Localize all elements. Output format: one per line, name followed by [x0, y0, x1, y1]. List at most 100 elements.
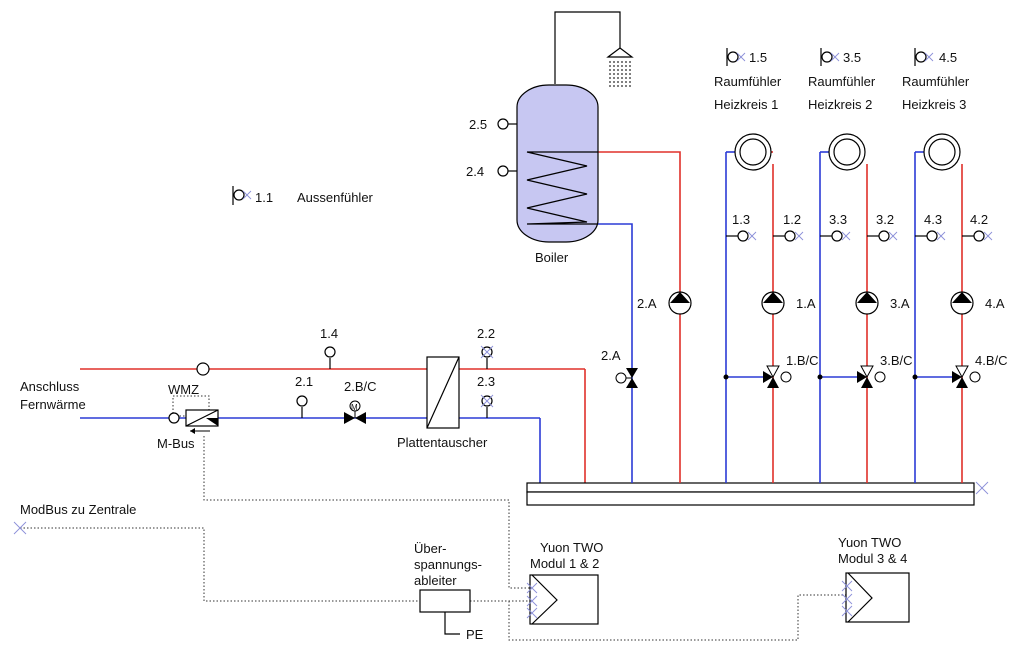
pe-wire [444, 612, 460, 635]
wmz-label: WMZ [168, 382, 199, 397]
sensor-2-4-label: 2.4 [466, 164, 484, 179]
sensor-4-5-label: 4.5 [939, 50, 957, 65]
mbus-label: M-Bus [157, 436, 195, 451]
radiator-hk3-icon [923, 133, 961, 171]
heizkreis-2-label: Heizkreis 2 [808, 97, 872, 112]
yuon-module-2-icon [841, 572, 910, 623]
sensor-2-5-icon [497, 118, 509, 130]
sensor-4-2-label: 4.2 [970, 212, 988, 227]
sensor-1-5-label: 1.5 [749, 50, 767, 65]
sensor-4-3-icon [915, 230, 946, 242]
sensor-3-2-icon [867, 230, 898, 242]
shower-head-icon [606, 47, 634, 58]
anschluss-label: Anschluss [20, 379, 80, 394]
room-sensor-3-5-icon [820, 48, 840, 66]
valve-1bc-icon [763, 365, 792, 388]
radiator-hk2-icon [828, 133, 866, 171]
yuon-2-sub: Modul 3 & 4 [838, 551, 907, 566]
sensor-1-3-label: 1.3 [732, 212, 750, 227]
sensor-2-5-label: 2.5 [469, 117, 487, 132]
modbus-wire [20, 527, 420, 602]
raumfuehler-3-label: Raumfühler [902, 74, 970, 89]
pump-4a-label: 4.A [985, 296, 1005, 311]
pump-2a-icon [668, 291, 692, 315]
pump-1a-icon [761, 291, 785, 315]
header-end-marker-icon [975, 481, 989, 495]
pump-3a-icon [855, 291, 879, 315]
fernwaerme-label: Fernwärme [20, 397, 86, 412]
valve-2a-icon [615, 368, 638, 388]
distribution-header [526, 482, 975, 493]
sensor-3-2-label: 3.2 [876, 212, 894, 227]
yuon-2-title: Yuon TWO [838, 535, 901, 550]
sensor-2-1-icon [296, 395, 308, 418]
mbus-wire [203, 436, 530, 589]
boiler-label: Boiler [535, 250, 569, 265]
pump-1a-label: 1.A [796, 296, 816, 311]
aussenfuehler-label: Aussenfühler [297, 190, 374, 205]
shower-pipe [554, 11, 621, 84]
boiler-supply-pipe [598, 151, 681, 483]
motor-m-label: M [351, 403, 358, 412]
heat-meter-icon [168, 409, 219, 434]
valve-3bc-label: 3.B/C [880, 353, 913, 368]
sensor-2-1-label: 2.1 [295, 374, 313, 389]
raumfuehler-2-label: Raumfühler [808, 74, 876, 89]
valve-2bc-icon [344, 400, 366, 424]
sensor-1-3-icon [726, 230, 757, 242]
plate-exchanger-icon [426, 356, 460, 429]
sensor-2-2-label: 2.2 [477, 326, 495, 341]
sensor-4-3-label: 4.3 [924, 212, 942, 227]
valve-1bc-label: 1.B/C [786, 353, 819, 368]
boiler-return-pipe [598, 223, 633, 483]
sensor-2-3-label: 2.3 [477, 374, 495, 389]
pump-2a-label: 2.A [637, 296, 657, 311]
junction-dot [912, 374, 918, 380]
heizkreis-3-label: Heizkreis 3 [902, 97, 966, 112]
distribution-header-lower [526, 491, 975, 506]
pe-label: PE [466, 627, 484, 642]
sensor-1-1-label: 1.1 [255, 190, 273, 205]
junction-dot [723, 374, 729, 380]
junction-dot [817, 374, 823, 380]
heizkreis-1-label: Heizkreis 1 [714, 97, 778, 112]
valve-2bc-label: 2.B/C [344, 379, 377, 394]
plattentauscher-label: Plattentauscher [397, 435, 488, 450]
sensor-4-2-icon [962, 230, 993, 242]
room-sensor-1-5-icon [726, 48, 746, 66]
sensor-1-2-icon [773, 230, 804, 242]
boiler-coil [526, 151, 598, 225]
sensor-2-4-icon [497, 165, 509, 177]
radiator-hk1-icon [734, 133, 772, 171]
modbus-terminal-icon [13, 521, 27, 535]
sensor-1-4-label: 1.4 [320, 326, 338, 341]
shower-water-icon [609, 61, 631, 88]
ueber-label: Über- [414, 541, 447, 556]
valve-4bc-label: 4.B/C [975, 353, 1008, 368]
valve-3bc-icon [857, 365, 886, 388]
pump-3a-label: 3.A [890, 296, 910, 311]
sensor-1-2-label: 1.2 [783, 212, 801, 227]
outside-sensor-icon [232, 186, 252, 205]
raumfuehler-1-label: Raumfühler [714, 74, 782, 89]
spannungs-label: spannungs- [414, 557, 482, 572]
yuon-module-1-icon [526, 574, 599, 625]
yuon-1-title: Yuon TWO [540, 540, 603, 555]
flow-meter-icon [196, 362, 210, 376]
yuon-1-sub: Modul 1 & 2 [530, 556, 599, 571]
sensor-3-5-label: 3.5 [843, 50, 861, 65]
sensor-3-3-icon [820, 230, 851, 242]
valve-4bc-icon [952, 365, 981, 388]
sensor-1-4-icon [324, 346, 336, 369]
sensor-3-3-label: 3.3 [829, 212, 847, 227]
surge-protector-box [419, 589, 471, 613]
boiler-tank [516, 84, 599, 243]
ableiter-label: ableiter [414, 573, 457, 588]
sensor-2-3-icon [480, 394, 494, 418]
pump-4a-icon [950, 291, 974, 315]
valve-2a-label: 2.A [601, 348, 621, 363]
modbus-label: ModBus zu Zentrale [20, 502, 136, 517]
room-sensor-4-5-icon [914, 48, 934, 66]
yuon1-to-yuon2-wire [508, 594, 846, 641]
